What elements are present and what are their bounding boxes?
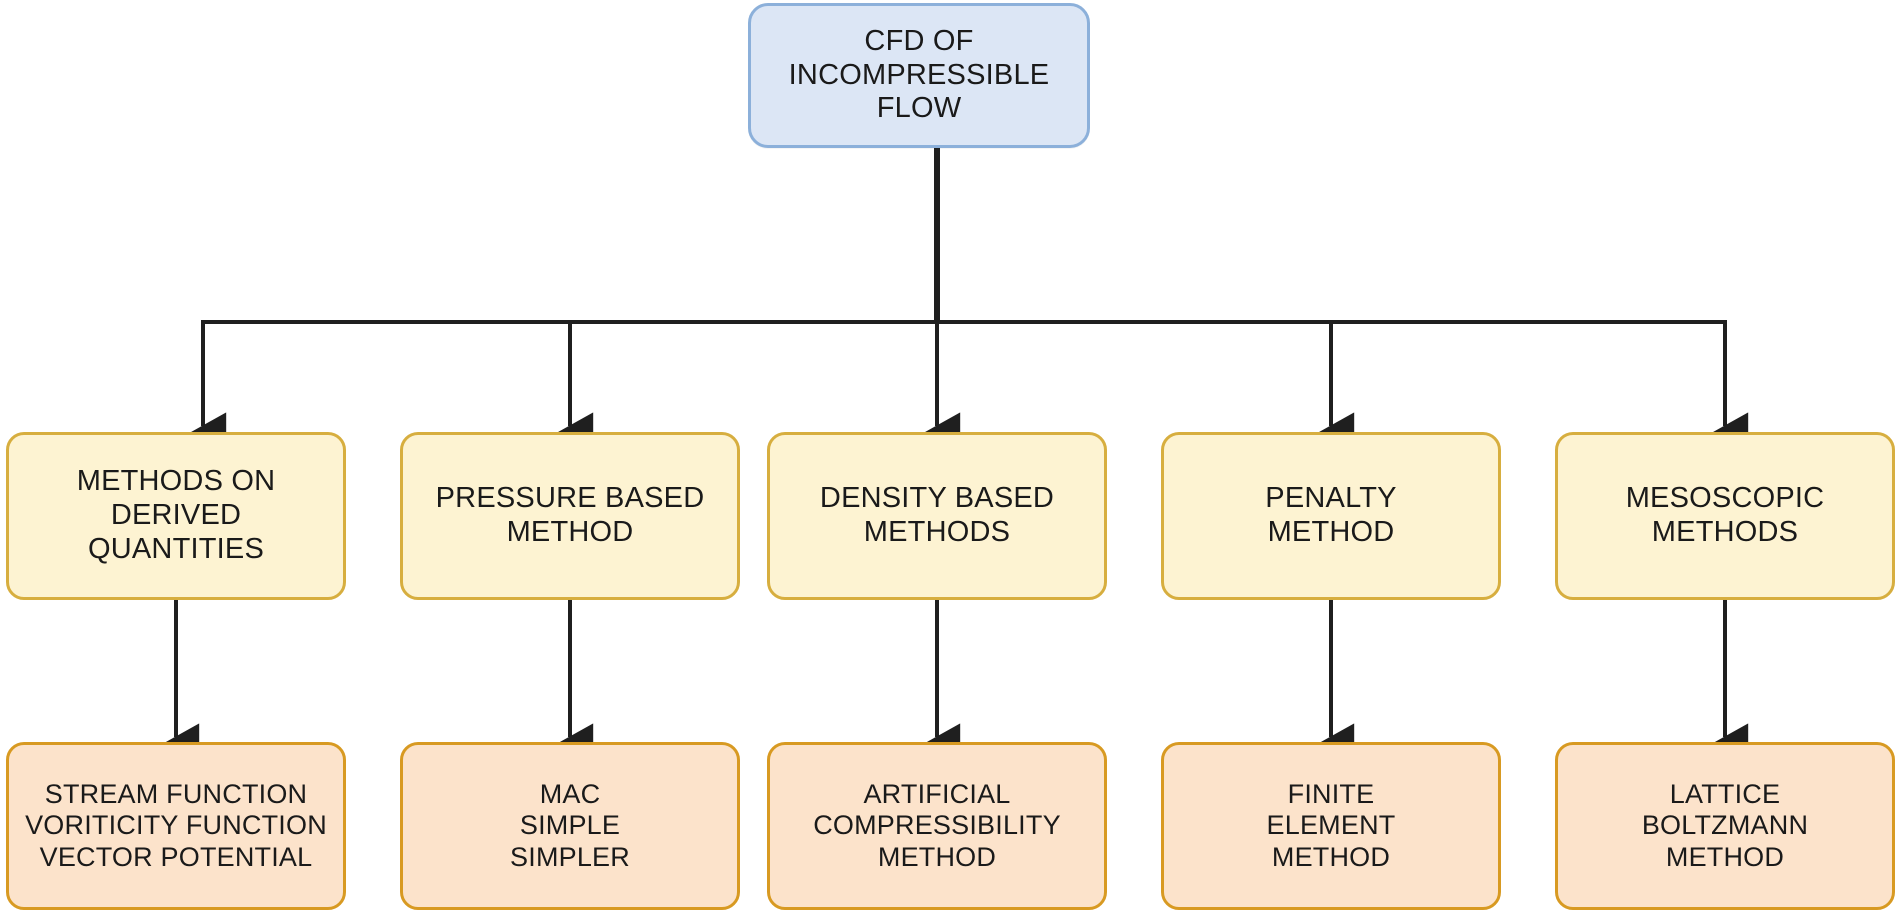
node-detail-finite-element-method[interactable]: FINITE ELEMENT METHOD (1161, 742, 1501, 910)
node-branch-pressure-based-method[interactable]: PRESSURE BASED METHOD (400, 432, 740, 600)
node-detail-stream-function-vorticity-vector-potential[interactable]: STREAM FUNCTION VORITICITY FUNCTION VECT… (6, 742, 346, 910)
node-detail-artificial-compressibility-method[interactable]: ARTIFICIAL COMPRESSIBILITY METHOD (767, 742, 1107, 910)
node-detail-mac-simple-simpler[interactable]: MAC SIMPLE SIMPLER (400, 742, 740, 910)
node-root-cfd-incompressible-flow[interactable]: CFD OF INCOMPRESSIBLE FLOW (748, 3, 1090, 148)
node-branch-density-based-methods[interactable]: DENSITY BASED METHODS (767, 432, 1107, 600)
node-branch-penalty-method[interactable]: PENALTY METHOD (1161, 432, 1501, 600)
node-detail-lattice-boltzmann-method[interactable]: LATTICE BOLTZMANN METHOD (1555, 742, 1895, 910)
node-branch-methods-on-derived-quantities[interactable]: METHODS ON DERIVED QUANTITIES (6, 432, 346, 600)
node-branch-mesoscopic-methods[interactable]: MESOSCOPIC METHODS (1555, 432, 1895, 600)
